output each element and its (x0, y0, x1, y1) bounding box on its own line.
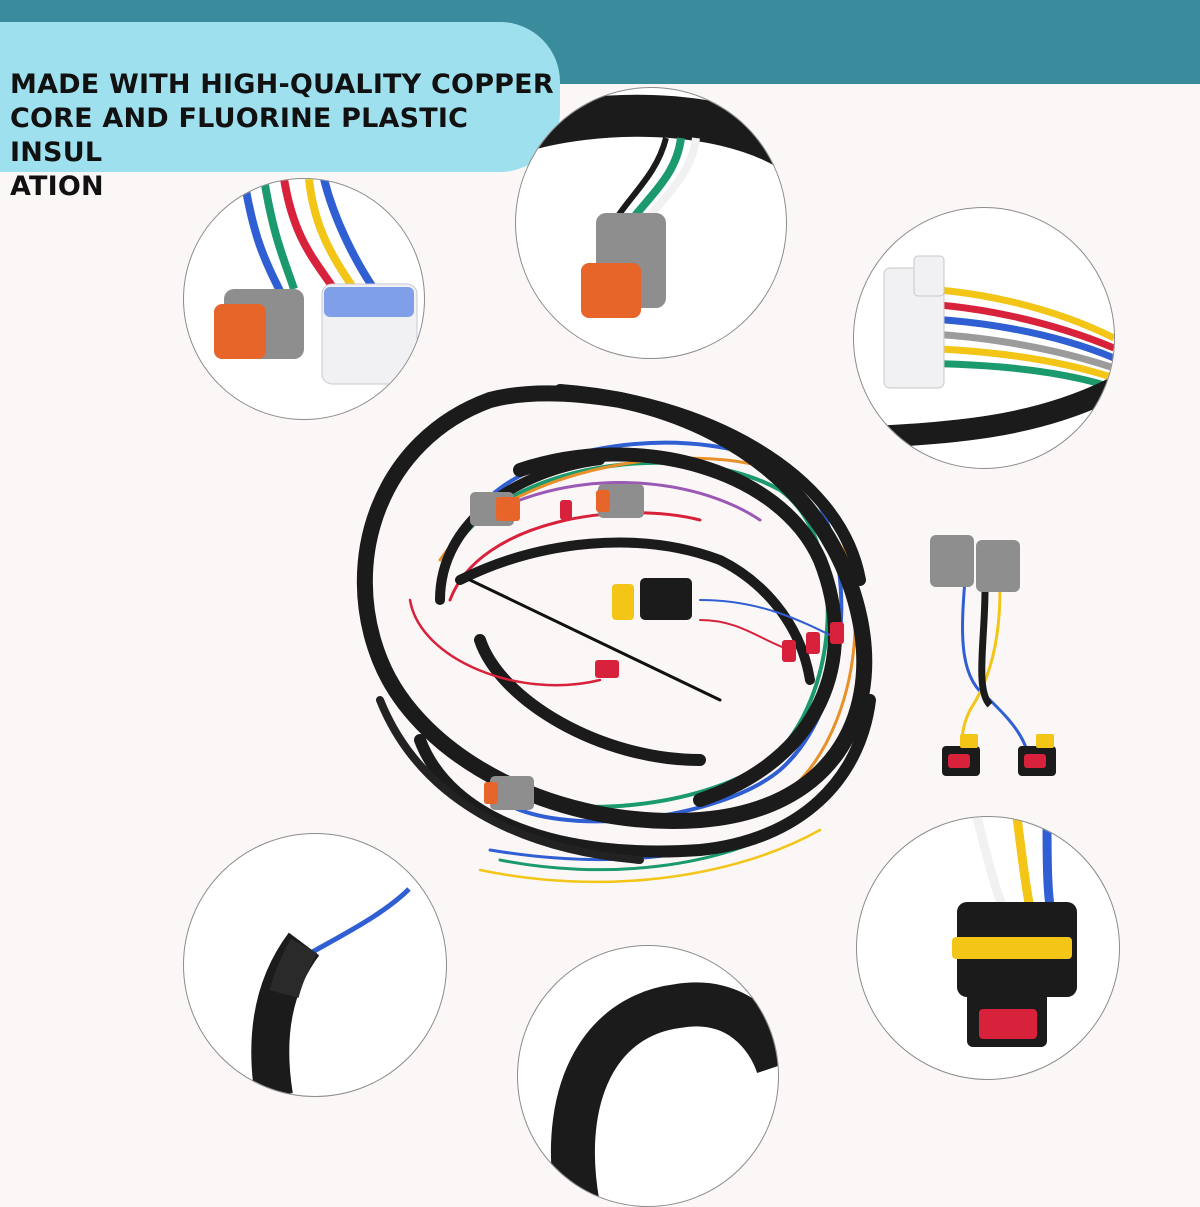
zoom-circle-dt-and-white-connectors (183, 178, 425, 420)
zoom-circle-dt-connector-closeup (515, 87, 787, 359)
headline-banner: MADE WITH HIGH-QUALITY COPPER CORE AND F… (0, 22, 560, 202)
headline-line-2: CORE AND FLUORINE PLASTIC INSUL (10, 103, 469, 168)
zoom-circle-waterproof-connector (856, 816, 1120, 1080)
headline-line-3: ATION (10, 171, 104, 202)
adapter-pigtail (930, 535, 1056, 776)
headline-text: MADE WITH HIGH-QUALITY COPPER CORE AND F… (10, 68, 555, 204)
headline-line-1: MADE WITH HIGH-QUALITY COPPER (10, 69, 554, 100)
zoom-circle-conduit-bend (517, 945, 779, 1207)
zoom-circle-white-terminal-block (853, 207, 1115, 469)
zoom-circle-blue-wire-exit (183, 833, 447, 1097)
